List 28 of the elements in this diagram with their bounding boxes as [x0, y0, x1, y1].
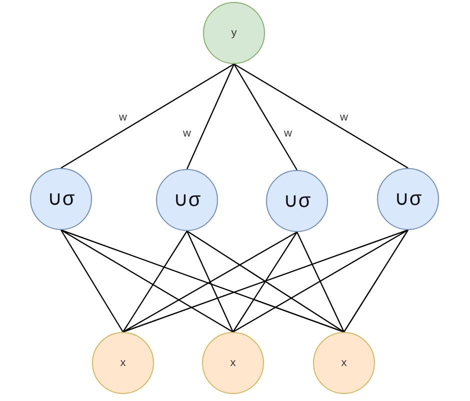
edge-label: w — [339, 112, 349, 124]
node-label: y — [231, 26, 237, 41]
connector-line — [233, 64, 298, 170]
node-label: x — [341, 356, 347, 371]
connector-line — [232, 229, 408, 333]
connector-line — [60, 229, 234, 333]
connector-line — [186, 230, 344, 332]
edge-label: w — [118, 112, 128, 124]
edge-label: w — [283, 128, 293, 140]
connector-line — [232, 232, 298, 332]
connector-line — [344, 230, 408, 332]
node-label: ∪σ — [283, 189, 311, 214]
connector-line — [186, 64, 235, 170]
node-label: x — [230, 356, 236, 371]
connector-line — [60, 63, 234, 169]
connector-line — [186, 230, 234, 332]
node-label: ∪σ — [173, 188, 201, 213]
connector-line — [60, 229, 344, 333]
node-label: ∪σ — [47, 187, 75, 212]
connector-line — [122, 230, 188, 332]
node-label: ∪σ — [394, 187, 422, 212]
connector-line — [122, 231, 298, 333]
connector-line — [60, 230, 124, 332]
node-label: x — [120, 356, 126, 371]
edge-label: w — [182, 128, 192, 140]
connector-line — [122, 229, 408, 333]
connector-line — [234, 63, 408, 169]
connector-line — [296, 232, 345, 332]
